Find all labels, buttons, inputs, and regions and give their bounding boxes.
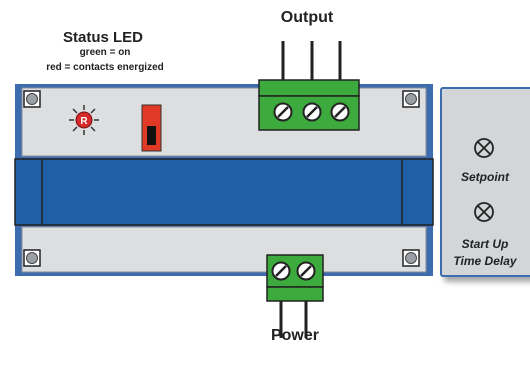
setpoint-knob-icon[interactable] [474, 138, 494, 158]
mounting-band [14, 158, 434, 226]
status-led-title: Status LED [62, 29, 143, 46]
output-label: Output [280, 9, 334, 26]
output-wires [281, 41, 342, 80]
power-label: Power [270, 327, 319, 344]
status-led-icon [69, 105, 99, 135]
status-led-letter: R [80, 116, 88, 127]
setpoint-label: Setpoint [461, 170, 509, 184]
control-panel [440, 87, 530, 277]
start-up-delay-knob-icon[interactable] [474, 202, 494, 222]
power-wires [279, 301, 308, 338]
output-terminal-block [258, 79, 360, 131]
status-led-red-note: red = contacts energized [46, 62, 164, 73]
lower-face-plate [21, 226, 427, 273]
power-terminal-block [266, 254, 324, 302]
status-led-green-note: green = on [79, 47, 131, 58]
dip-switch-slider [147, 126, 156, 145]
start-up-time-delay-label: Start Up Time Delay [453, 237, 517, 268]
